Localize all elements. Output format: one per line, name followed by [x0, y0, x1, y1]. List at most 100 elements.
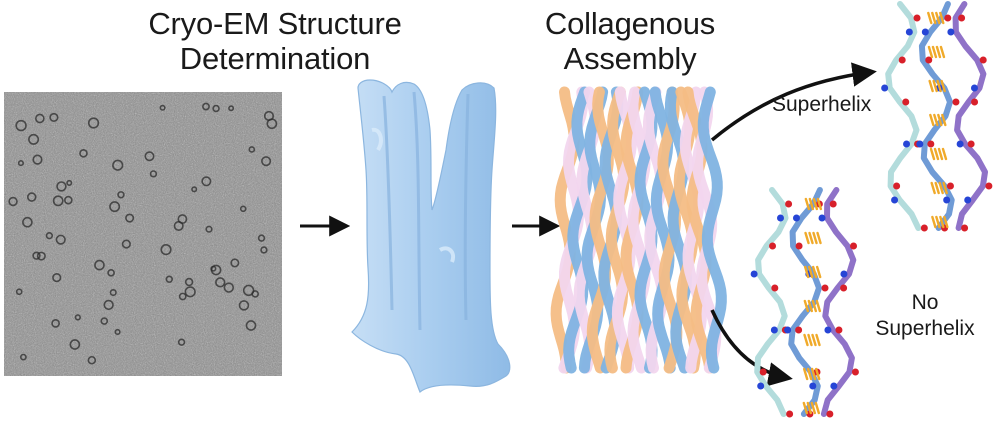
hydrogen-bond — [934, 181, 940, 195]
micrograph-particle — [100, 317, 109, 325]
hydrogen-bond — [933, 113, 939, 127]
hydrogen-bond — [807, 299, 814, 313]
hydrogen-bond — [804, 231, 810, 245]
hydrogen-bond — [806, 367, 813, 381]
nitrogen-atom — [830, 382, 838, 390]
arrow-to-no-superhelix — [710, 309, 793, 387]
nitrogen-atom — [770, 326, 778, 334]
oxygen-atom — [898, 56, 906, 64]
micrograph-particle — [112, 159, 124, 171]
nitrogen-atom — [956, 140, 964, 148]
oxygen-atom — [952, 98, 960, 106]
hydrogen-bond — [927, 45, 934, 59]
hydrogen-bond — [814, 401, 821, 415]
oxygen-atom — [759, 368, 767, 376]
collagen-strand — [664, 86, 693, 374]
micrograph-particle — [117, 191, 125, 199]
hydrogen-bond — [929, 147, 936, 161]
backbone-chain — [820, 187, 857, 417]
micrograph-particle — [26, 192, 37, 202]
micrograph-particle — [257, 234, 266, 242]
nitrogen-atom — [947, 28, 955, 36]
hydrogen-bond — [807, 333, 813, 347]
backbone-chain — [952, 1, 988, 231]
micrograph-particle — [159, 104, 166, 111]
oxygen-atom — [920, 224, 928, 232]
hydrogen-bond — [935, 215, 941, 229]
oxygen-atom — [927, 140, 935, 148]
hydrogen-bond — [942, 181, 948, 195]
oxygen-atom — [795, 242, 803, 250]
oxygen-atom — [946, 182, 954, 190]
oxygen-atom — [821, 284, 829, 292]
nitrogen-atom — [964, 196, 972, 204]
micrograph-particle — [17, 160, 24, 167]
oxygen-atom — [769, 242, 777, 250]
micrograph-particle — [94, 259, 105, 271]
collagen-title-line-1: Collagenous — [544, 6, 716, 41]
hydrogen-bond — [933, 147, 940, 161]
oxygen-atom — [826, 410, 834, 418]
backbone-chain — [754, 187, 789, 417]
nitrogen-atom — [903, 140, 911, 148]
hydrogen-bond — [939, 215, 945, 229]
hydrogen-bond — [810, 367, 817, 381]
micrograph-particle — [109, 201, 121, 213]
micrograph-particle — [215, 277, 226, 288]
nitrogen-atom — [776, 214, 784, 222]
oxygen-atom — [786, 410, 794, 418]
hydrogen-bond — [930, 181, 936, 195]
micrograph-particle — [260, 246, 268, 254]
nitrogen-atom — [809, 382, 817, 390]
micrograph-particle — [261, 156, 272, 167]
hydrogen-bond — [811, 333, 817, 347]
nitrogen-atom — [824, 326, 832, 334]
hydrogen-bond — [938, 181, 944, 195]
micrograph-particle — [125, 213, 135, 223]
nitrogen-atom — [970, 84, 978, 92]
micrograph-particle — [109, 288, 117, 297]
hydrogen-bond — [815, 299, 822, 313]
cryo-em-title-line-2: Determination — [179, 41, 371, 76]
hydrogen-bond — [814, 367, 821, 381]
nitrogen-atom — [905, 28, 913, 36]
no-superhelix-stick-model — [750, 187, 859, 418]
micrograph-particle — [228, 105, 235, 112]
hydrogen-bond — [932, 79, 938, 93]
micrograph-particle — [201, 176, 212, 187]
micrograph-particle — [223, 282, 235, 293]
hydrogen-bond — [937, 147, 944, 161]
micrograph-particle — [87, 117, 100, 129]
micrograph-particle — [22, 216, 33, 228]
micrograph-particle — [160, 244, 172, 256]
micrograph-particle — [178, 292, 187, 301]
micrograph-particle — [103, 299, 114, 311]
hydrogen-bond — [936, 79, 942, 93]
oxygen-atom — [967, 140, 975, 148]
nitrogen-atom — [750, 270, 758, 278]
micrograph-particle — [56, 181, 67, 192]
arrow-to-superhelix — [710, 62, 877, 142]
micrograph-particle — [177, 338, 186, 346]
nitrogen-atom — [792, 214, 800, 222]
nitrogen-atom — [921, 28, 929, 36]
hydrogen-bond — [931, 11, 937, 25]
collagen-strand — [563, 86, 593, 374]
micrograph-particles — [8, 102, 278, 365]
nitrogen-atom — [891, 196, 899, 204]
micrograph-particle — [184, 286, 196, 298]
hydrogen-bond — [931, 215, 937, 229]
hydrogen-bond — [803, 299, 810, 313]
micrograph-particle — [248, 146, 256, 153]
hydrogen-bond — [939, 11, 945, 25]
collagen-strand — [627, 86, 651, 374]
micrograph-particle — [66, 179, 73, 186]
superhelix-label: Superhelix — [772, 93, 872, 116]
backbone-chain — [885, 1, 922, 231]
oxygen-atom — [835, 326, 843, 334]
cryo-em-title: Cryo-EM Structure Determination — [120, 6, 430, 76]
micrograph-particle — [64, 195, 73, 205]
micrograph-particle — [191, 186, 198, 193]
hydrogen-bond — [803, 333, 809, 347]
